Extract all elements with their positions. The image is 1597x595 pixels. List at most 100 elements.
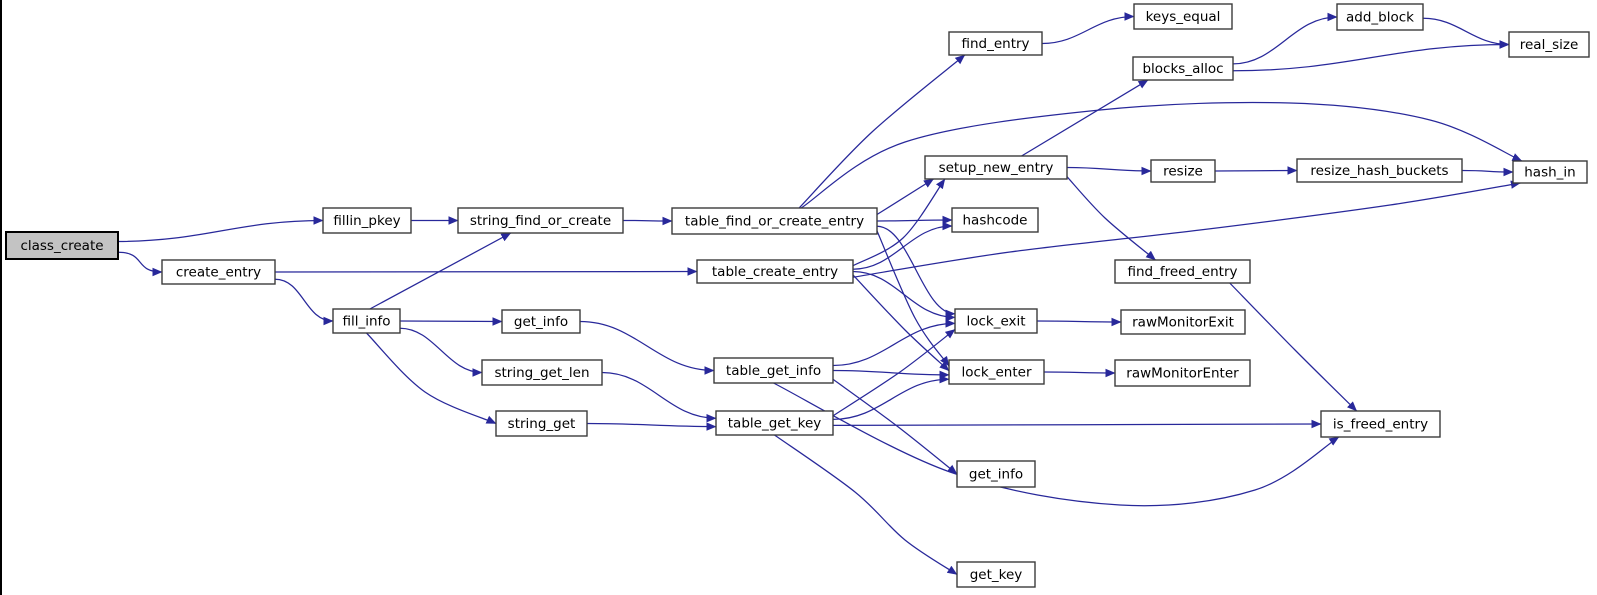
node-resize[interactable]: resize	[1150, 159, 1216, 183]
node-find_entry[interactable]: find_entry	[948, 31, 1043, 56]
edge-setup_new_entry-to-blocks_alloc	[1021, 79, 1149, 157]
node-blocks_alloc[interactable]: blocks_alloc	[1132, 56, 1234, 81]
edge-resize_hash_buckets-to-hash_in	[1461, 167, 1514, 177]
node-class_create[interactable]: class_create	[5, 231, 119, 260]
node-table_get_info[interactable]: table_get_info	[713, 357, 834, 384]
node-get_info_2[interactable]: get_info	[956, 460, 1036, 488]
node-label: table_get_info	[726, 363, 821, 379]
node-find_freed_entry[interactable]: find_freed_entry	[1114, 259, 1251, 284]
edge-get_info_1-to-table_get_info	[579, 320, 715, 375]
node-label: resize	[1163, 164, 1203, 180]
node-label: rawMonitorExit	[1132, 315, 1234, 331]
node-box[interactable]	[713, 357, 834, 384]
node-label: blocks_alloc	[1142, 61, 1223, 77]
edge-table_create_entry-to-hashcode	[852, 221, 953, 270]
window-left-edge	[0, 0, 2, 595]
node-rawMonitorEnter[interactable]: rawMonitorEnter	[1114, 359, 1251, 387]
node-label: get_key	[970, 567, 1023, 583]
node-box[interactable]	[1512, 160, 1588, 184]
node-table_get_key[interactable]: table_get_key	[715, 410, 834, 436]
node-label: get_info	[969, 467, 1023, 483]
node-box[interactable]	[1508, 31, 1590, 58]
node-string_get[interactable]: string_get	[495, 410, 588, 437]
node-box[interactable]	[951, 207, 1039, 233]
node-get_key[interactable]: get_key	[956, 561, 1036, 588]
node-label: string_find_or_create	[470, 213, 611, 229]
node-box[interactable]	[1336, 3, 1424, 31]
edge-find_entry-to-keys_equal	[1041, 12, 1135, 45]
edge-setup_new_entry-to-find_freed_entry	[1066, 176, 1156, 261]
node-box[interactable]	[5, 231, 119, 260]
node-box[interactable]	[954, 308, 1038, 334]
edge-table_find_or_create_entry-to-lock_exit	[876, 225, 956, 318]
node-label: fill_info	[342, 314, 390, 330]
node-box[interactable]	[495, 410, 588, 437]
edge-table_create_entry-to-lock_exit	[852, 270, 956, 322]
node-box[interactable]	[1114, 259, 1251, 284]
node-add_block[interactable]: add_block	[1336, 3, 1424, 31]
node-box[interactable]	[1132, 56, 1234, 81]
node-box[interactable]	[1296, 158, 1463, 183]
edge-find_freed_entry-to-is_freed_entry	[1229, 282, 1358, 412]
edge-string_get_len-to-table_get_key	[601, 371, 717, 423]
edge-resize-to-resize_hash_buckets	[1214, 166, 1298, 175]
node-get_info_1[interactable]: get_info	[501, 309, 581, 334]
node-lock_exit[interactable]: lock_exit	[954, 308, 1038, 334]
node-string_get_len[interactable]: string_get_len	[481, 359, 603, 386]
node-box[interactable]	[457, 207, 624, 234]
node-label: table_find_or_create_entry	[685, 214, 864, 230]
edge-blocks_alloc-to-real_size	[1232, 40, 1510, 72]
node-fillin_pkey[interactable]: fillin_pkey	[322, 207, 412, 234]
node-box[interactable]	[715, 410, 834, 436]
edge-string_get-to-table_get_key	[586, 422, 717, 431]
node-box[interactable]	[161, 259, 276, 285]
node-is_freed_entry[interactable]: is_freed_entry	[1320, 410, 1441, 438]
node-string_find_or_create[interactable]: string_find_or_create	[457, 207, 624, 234]
node-table_create_entry[interactable]: table_create_entry	[696, 259, 854, 284]
node-box[interactable]	[322, 207, 412, 234]
edge-fill_info-to-string_find_or_create	[369, 232, 512, 310]
node-box[interactable]	[924, 155, 1068, 180]
node-box[interactable]	[332, 308, 401, 334]
node-fill_info[interactable]: fill_info	[332, 308, 401, 334]
node-box[interactable]	[696, 259, 854, 284]
node-box[interactable]	[1114, 359, 1251, 387]
node-box[interactable]	[1320, 410, 1441, 438]
node-label: hash_in	[1524, 165, 1575, 181]
node-box[interactable]	[481, 359, 603, 386]
node-label: resize_hash_buckets	[1310, 163, 1448, 179]
node-box[interactable]	[956, 561, 1036, 588]
node-box[interactable]	[948, 31, 1043, 56]
node-hashcode[interactable]: hashcode	[951, 207, 1039, 233]
node-box[interactable]	[1133, 3, 1233, 30]
edge-table_get_info-to-lock_enter	[832, 369, 950, 380]
node-box[interactable]	[956, 460, 1036, 488]
edge-class_create-to-fillin_pkey	[117, 216, 324, 243]
edge-class_create-to-create_entry	[117, 251, 163, 277]
node-hash_in[interactable]: hash_in	[1512, 160, 1588, 184]
node-create_entry[interactable]: create_entry	[161, 259, 276, 285]
node-label: class_create	[20, 238, 103, 254]
node-box[interactable]	[948, 359, 1045, 385]
node-box[interactable]	[1120, 309, 1246, 335]
node-label: create_entry	[176, 265, 261, 281]
edge-table_get_key-to-is_freed_entry	[832, 419, 1322, 429]
node-box[interactable]	[671, 207, 878, 235]
node-rawMonitorExit[interactable]: rawMonitorExit	[1120, 309, 1246, 335]
node-keys_equal[interactable]: keys_equal	[1133, 3, 1233, 30]
edge-table_get_info-to-lock_exit	[832, 319, 956, 367]
node-label: fillin_pkey	[333, 213, 400, 229]
node-box[interactable]	[501, 309, 581, 334]
node-label: string_get	[508, 416, 576, 432]
node-label: keys_equal	[1146, 9, 1221, 25]
node-table_find_or_create_entry[interactable]: table_find_or_create_entry	[671, 207, 878, 235]
node-resize_hash_buckets[interactable]: resize_hash_buckets	[1296, 158, 1463, 183]
node-setup_new_entry[interactable]: setup_new_entry	[924, 155, 1068, 180]
node-lock_enter[interactable]: lock_enter	[948, 359, 1045, 385]
edge-fill_info-to-string_get	[366, 332, 497, 425]
node-real_size[interactable]: real_size	[1508, 31, 1590, 58]
edge-lock_enter-to-rawMonitorEnter	[1043, 368, 1116, 378]
node-box[interactable]	[1150, 159, 1216, 183]
